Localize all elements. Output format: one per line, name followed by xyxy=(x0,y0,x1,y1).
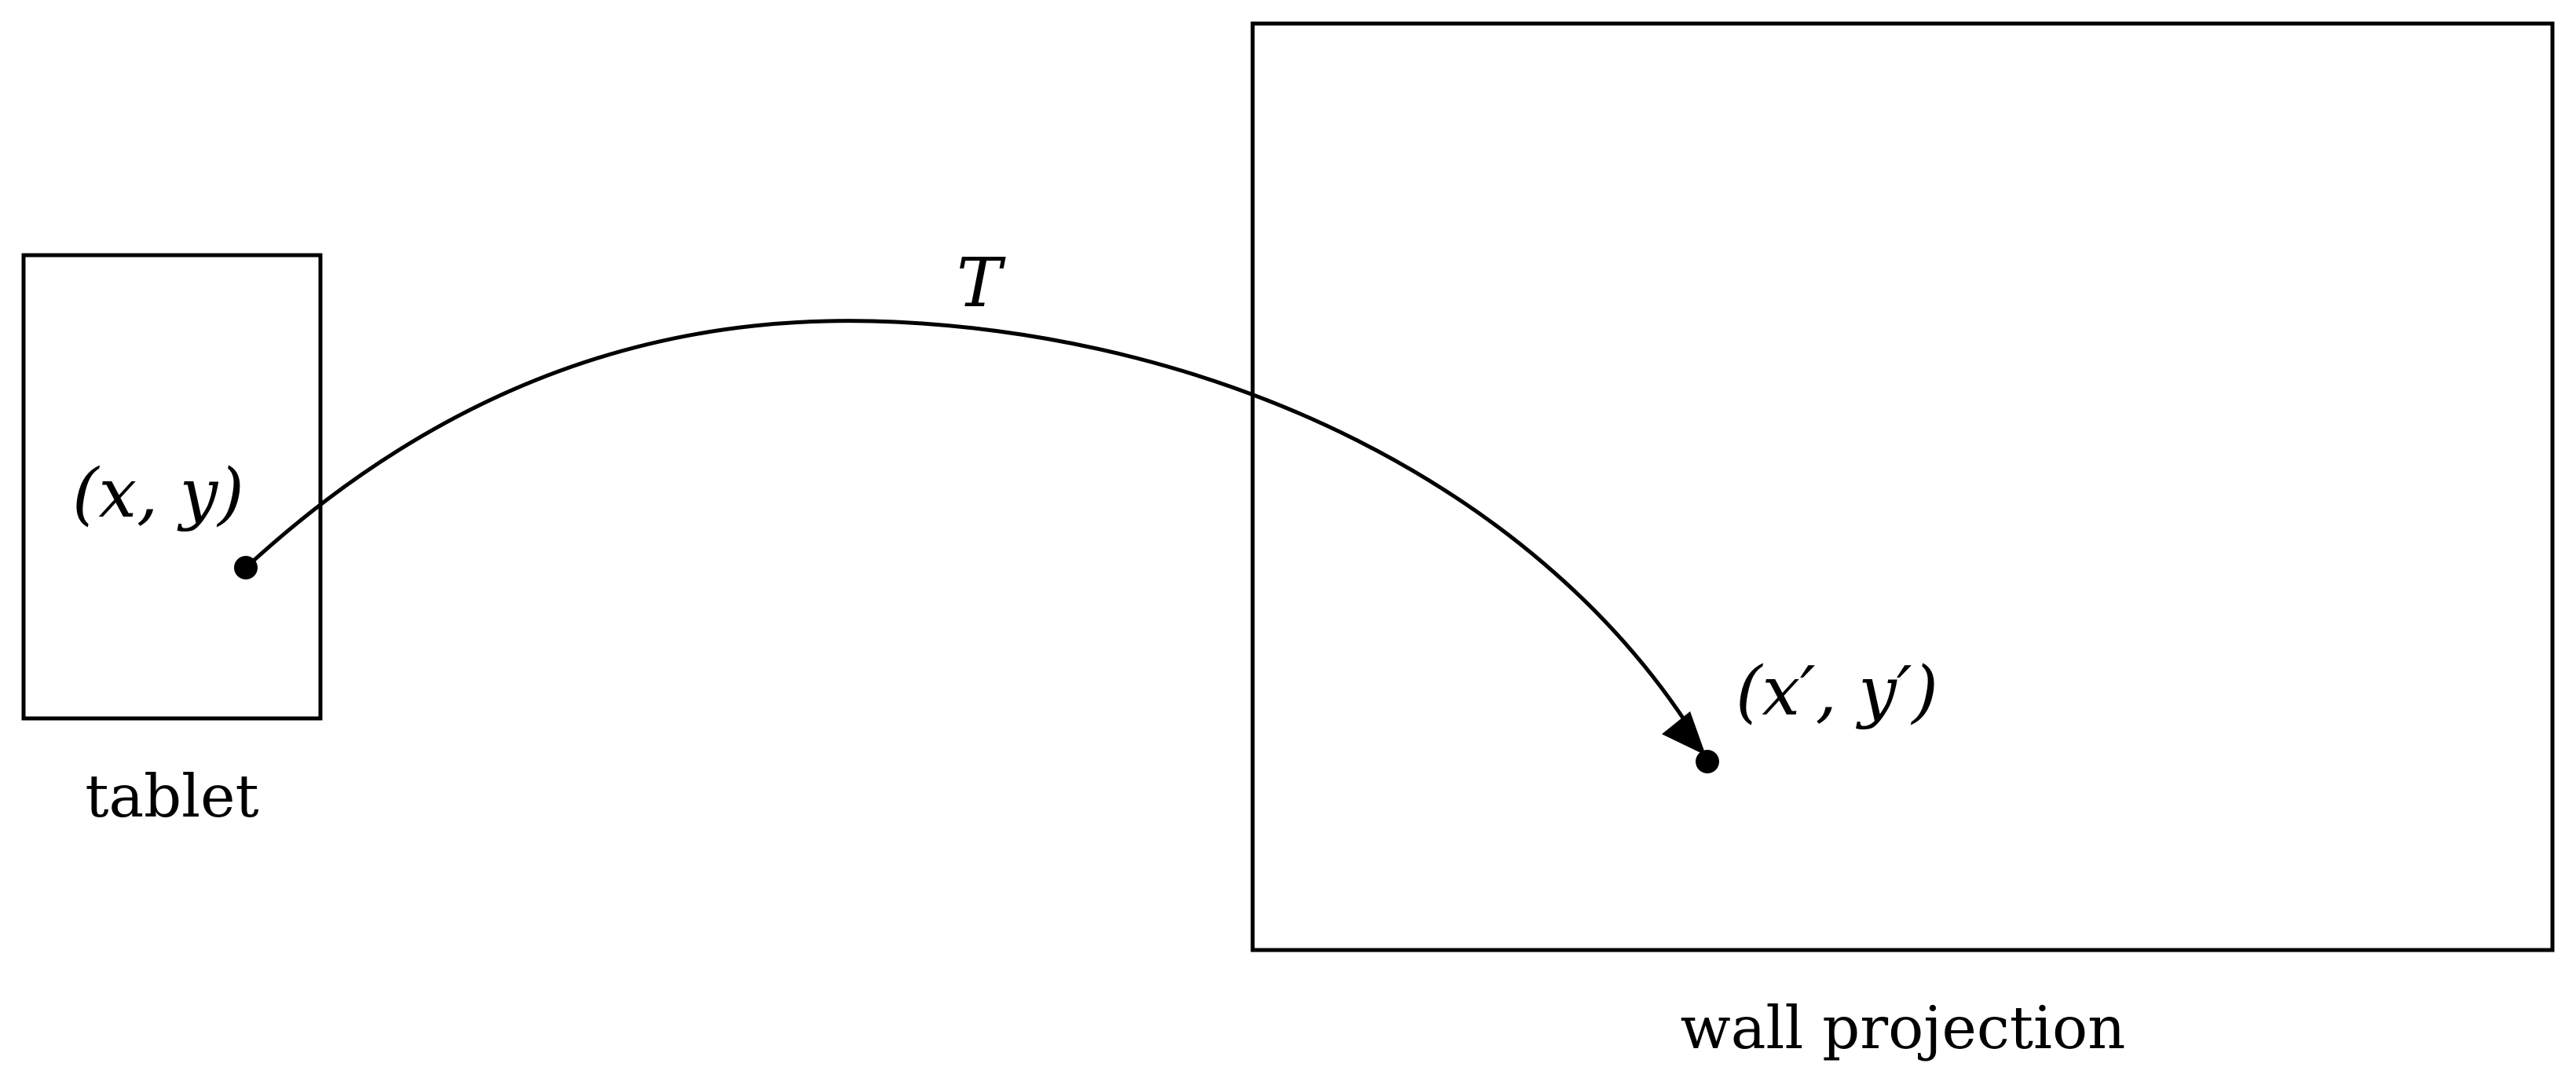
tablet-point xyxy=(234,556,258,579)
wall-point xyxy=(1696,750,1719,773)
wall-projection-caption: wall projection xyxy=(1681,993,2126,1062)
transform-arrowhead xyxy=(1662,711,1706,755)
transform-arc xyxy=(244,319,1691,728)
tablet-caption: tablet xyxy=(85,762,258,831)
tablet-point-label: (x, y) xyxy=(72,455,244,533)
wall-projection-rectangle xyxy=(1250,21,2555,952)
wall-point-label: (x′, y′) xyxy=(1736,652,1938,731)
tablet-rectangle xyxy=(21,253,323,721)
transform-label: T xyxy=(957,244,1006,323)
